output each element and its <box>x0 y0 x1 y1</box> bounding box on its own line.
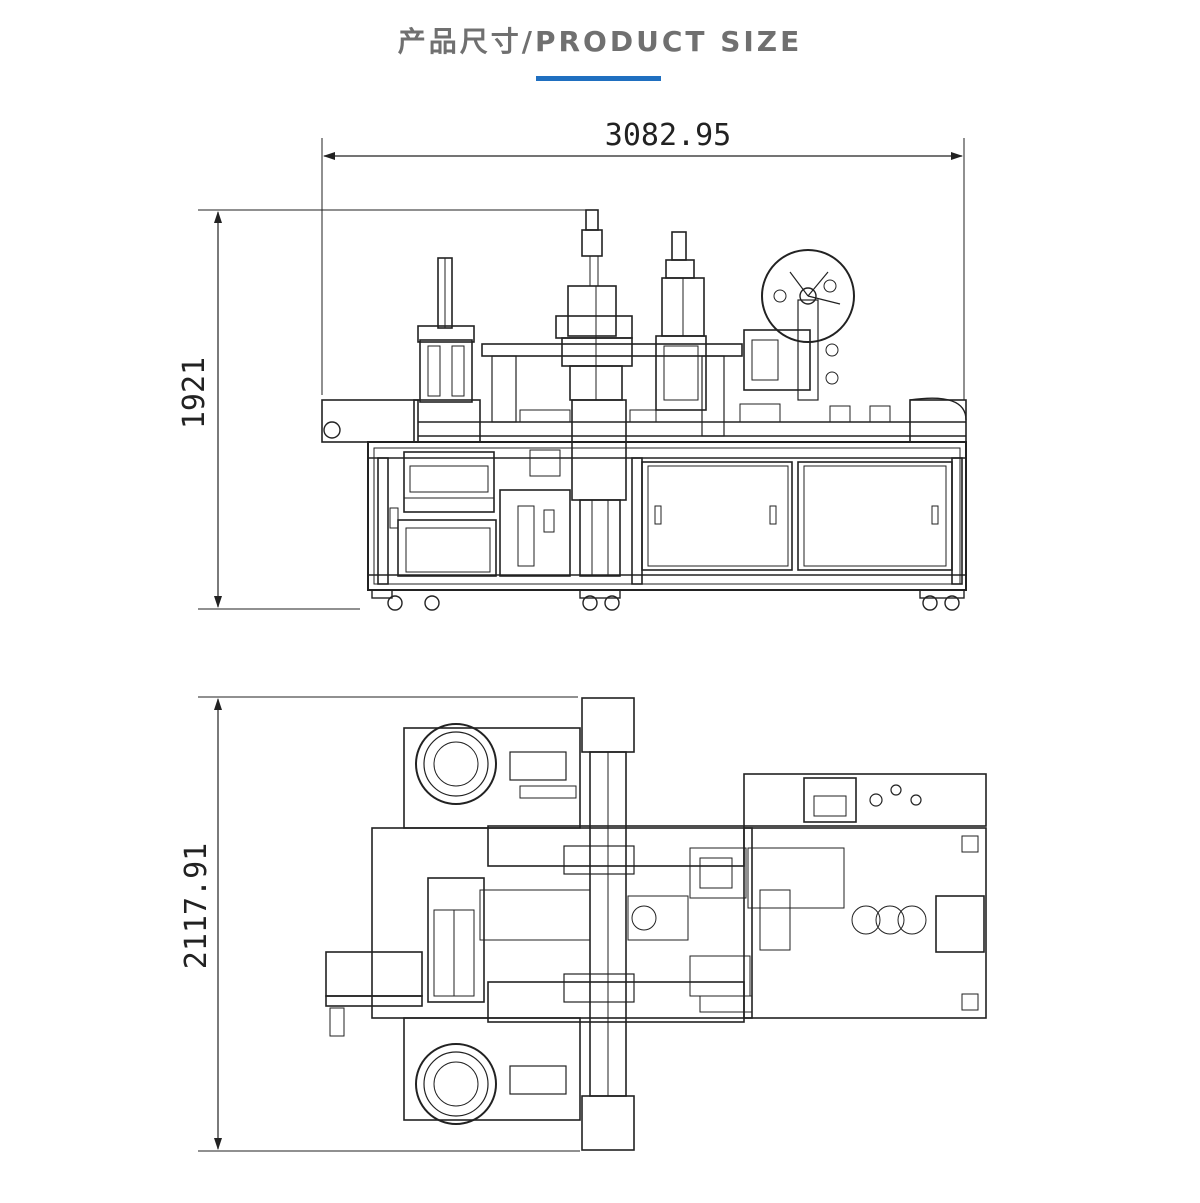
width-dimension-label: 3082.95 <box>605 118 731 153</box>
title-underline <box>536 76 661 81</box>
depth-dimension-label: 2117.91 <box>179 843 214 969</box>
side-view <box>198 138 967 611</box>
height-dimension-label: 1921 <box>177 357 212 429</box>
page-title: 产品尺寸/PRODUCT SIZE <box>397 25 803 58</box>
top-view <box>198 696 987 1152</box>
